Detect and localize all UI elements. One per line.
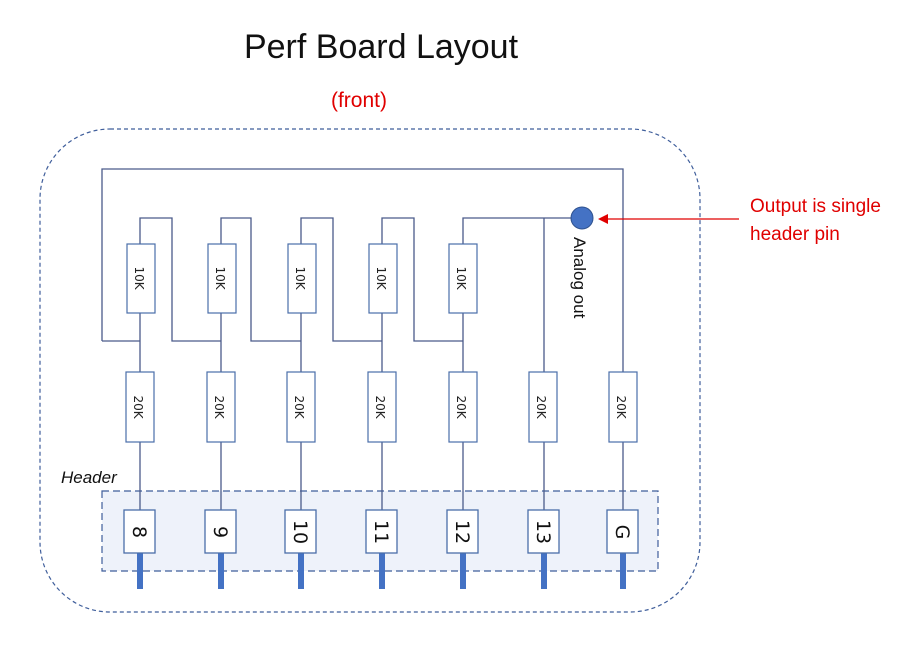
header-pin-10: 10 xyxy=(284,509,317,589)
resistor-10k-1-label: 10K xyxy=(132,266,146,290)
pin-leg xyxy=(298,553,304,589)
wire-10k-1-loop xyxy=(139,217,221,342)
resistor-10k-2: 10K xyxy=(207,243,237,314)
pin-leg xyxy=(137,553,143,589)
analog-out-label: Analog out xyxy=(570,237,589,319)
wires xyxy=(101,168,624,510)
pin-label-8: 8 xyxy=(128,526,150,538)
wire-10k-2-loop xyxy=(220,217,301,342)
wire-10k-3-loop xyxy=(300,217,382,342)
resistor-20k-3-label: 20K xyxy=(292,395,306,419)
resistor-20k-7: 20K xyxy=(608,371,638,443)
header-label: Header xyxy=(61,468,118,487)
diagram-title: Perf Board Layout xyxy=(244,28,519,66)
analog-out-pin xyxy=(570,206,594,230)
pin-leg xyxy=(460,553,466,589)
header-pins: 8 9 10 11 12 13 G xyxy=(123,509,639,589)
resistor-20k-3: 20K xyxy=(286,371,316,443)
resistor-20k-1: 20K xyxy=(125,371,155,443)
resistor-20k-5-label: 20K xyxy=(454,395,468,419)
resistor-10k-4-label: 10K xyxy=(374,266,388,290)
pin-leg xyxy=(379,553,385,589)
wire-output xyxy=(462,217,582,244)
header-pin-8: 8 xyxy=(123,509,156,589)
resistor-10k-1: 10K xyxy=(126,243,156,314)
pin-label-9: 9 xyxy=(209,526,231,538)
resistor-10k-5-label: 10K xyxy=(454,266,468,290)
resistor-20k-5: 20K xyxy=(448,371,478,443)
pin-label-13: 13 xyxy=(532,520,554,544)
wire-top-loop xyxy=(101,168,624,372)
annotation-line-2: header pin xyxy=(750,224,840,245)
pin-label-10: 10 xyxy=(289,520,311,544)
header-pin-12: 12 xyxy=(446,509,479,589)
header-pin-13: 13 xyxy=(527,509,560,589)
diagram-subtitle: (front) xyxy=(331,89,387,112)
wire-10k-4-loop xyxy=(381,217,463,342)
resistor-20k-2-label: 20K xyxy=(212,395,226,419)
resistor-20k-7-label: 20K xyxy=(614,395,628,419)
resistor-20k-1-label: 20K xyxy=(131,395,145,419)
resistor-10k-3: 10K xyxy=(287,243,317,314)
pin-label-g: G xyxy=(611,525,633,540)
resistors-10k: 10K 10K 10K 10K 10K xyxy=(126,243,478,314)
resistor-10k-4: 10K xyxy=(368,243,398,314)
header-pin-g: G xyxy=(606,509,639,589)
header-pin-11: 11 xyxy=(365,509,398,589)
resistor-10k-2-label: 10K xyxy=(213,266,227,290)
resistor-10k-5: 10K xyxy=(448,243,478,314)
pin-label-11: 11 xyxy=(370,520,392,544)
annotation-arrow-head xyxy=(598,214,608,224)
board-outline xyxy=(39,128,701,613)
resistor-20k-2: 20K xyxy=(206,371,236,443)
pin-leg xyxy=(620,553,626,589)
resistor-20k-6-label: 20K xyxy=(534,395,548,419)
pin-leg xyxy=(218,553,224,589)
resistors-20k: 20K 20K 20K 20K 20K 20K 20K xyxy=(125,371,638,443)
resistor-20k-4: 20K xyxy=(367,371,397,443)
annotation-line-1: Output is single xyxy=(750,196,881,217)
resistor-10k-3-label: 10K xyxy=(293,266,307,290)
pin-label-12: 12 xyxy=(451,520,473,544)
header-pin-9: 9 xyxy=(204,509,237,589)
pin-leg xyxy=(541,553,547,589)
resistor-20k-4-label: 20K xyxy=(373,395,387,419)
resistor-20k-6: 20K xyxy=(528,371,558,443)
